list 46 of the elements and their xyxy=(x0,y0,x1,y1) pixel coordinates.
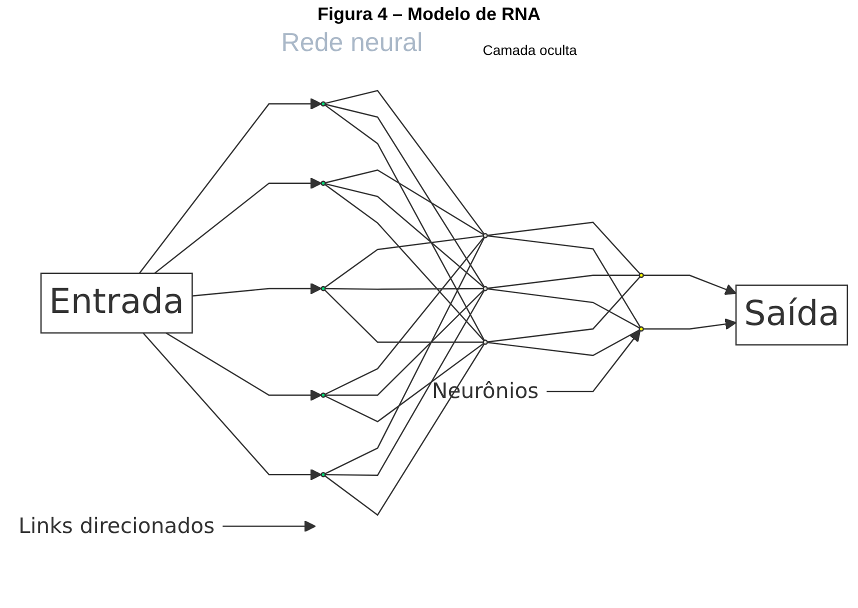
neuron-circle xyxy=(320,286,326,291)
arrow xyxy=(166,332,322,401)
connection-line xyxy=(487,234,641,328)
leader-arrow xyxy=(546,330,641,392)
connection-line xyxy=(325,103,485,287)
box-node: Saída xyxy=(735,284,848,346)
connection-line xyxy=(325,168,484,235)
connection-line xyxy=(324,342,484,422)
connection-line xyxy=(487,276,640,342)
neuron-circle xyxy=(320,392,326,398)
connection-line xyxy=(324,236,485,474)
arrow xyxy=(154,177,322,274)
connection-line xyxy=(487,274,640,289)
neuron-circle xyxy=(638,326,644,332)
neuron-circle xyxy=(320,180,326,186)
connection-line xyxy=(324,343,485,516)
arrow xyxy=(138,98,322,274)
connection-line xyxy=(325,182,484,288)
arrow xyxy=(192,282,322,296)
neuron-circle xyxy=(320,472,326,477)
neuron-circle xyxy=(482,339,488,344)
connection-line xyxy=(325,290,485,476)
connection-line xyxy=(324,184,484,341)
arrow xyxy=(643,318,737,330)
connection-line xyxy=(324,236,485,395)
annotation-text: Links direcionados xyxy=(18,512,215,538)
neuron-circle xyxy=(482,286,488,291)
connection-line xyxy=(487,328,640,356)
diagram-heading: Rede neural xyxy=(281,27,423,58)
connection-line xyxy=(487,288,640,328)
connection-line xyxy=(325,288,484,290)
connection-line xyxy=(487,221,640,274)
neuron-circle xyxy=(482,232,488,238)
neuron-circle xyxy=(638,272,644,278)
arrow xyxy=(643,274,737,295)
figure-title: Figura 4 – Modelo de RNA xyxy=(316,4,542,25)
connection-line xyxy=(324,234,484,288)
connection-line xyxy=(325,89,485,234)
connection-line xyxy=(324,289,484,342)
arrow xyxy=(142,332,322,480)
connection-line xyxy=(324,104,485,340)
box-node: Entrada xyxy=(40,272,193,334)
layer-label: Camada oculta xyxy=(482,42,577,58)
neuron-circle xyxy=(320,100,326,106)
leader-arrow xyxy=(222,520,316,532)
connection-line xyxy=(325,289,484,396)
